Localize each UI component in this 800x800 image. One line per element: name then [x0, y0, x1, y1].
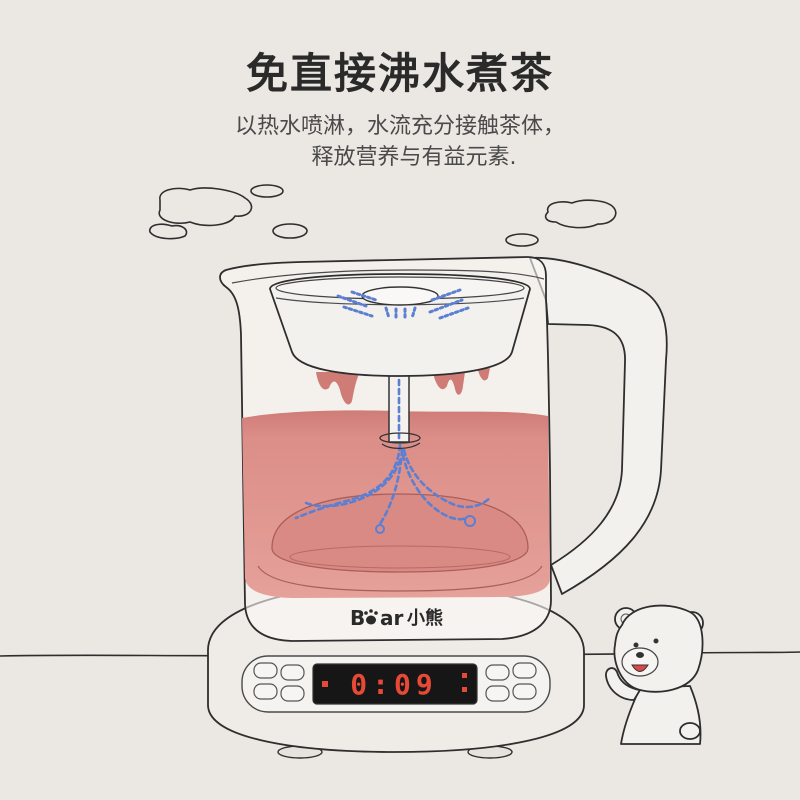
spray-jet [350, 290, 378, 302]
heating-plate [257, 493, 543, 592]
bear-muzzle [621, 647, 659, 677]
subtitle-line-2: 释放营养与有益元素. [311, 145, 517, 170]
page-subtitle: 以热水喷淋，水流充分接触茶体， 释放营养与有益元素. [0, 111, 800, 173]
subtitle-line-1: 以热水喷淋，水流充分接触茶体， [234, 114, 565, 139]
flow-bubble [464, 515, 476, 527]
display-indicator-left [322, 681, 328, 687]
infuser-stem [379, 371, 421, 449]
brand-letters-ar: ar [380, 606, 403, 630]
display-indicator-right [462, 687, 467, 692]
tea-infuser-basket [269, 273, 531, 377]
steam-cloud-left-small [149, 223, 188, 240]
led-display: 0:09 [312, 663, 478, 705]
paw-icon [364, 609, 378, 625]
bear-mouth [631, 664, 649, 672]
control-button [485, 664, 510, 681]
flow-line [378, 448, 404, 526]
flow-line [401, 453, 468, 521]
steam-clouds [149, 184, 617, 247]
control-button [485, 685, 510, 702]
bear-nose [636, 652, 644, 658]
display-screen [312, 663, 478, 705]
brand-logo: B ar 小熊 [350, 606, 443, 630]
kettle-rim [231, 269, 545, 284]
bear-head [613, 604, 704, 693]
drip [433, 372, 465, 395]
plate-inner-rim [289, 545, 511, 569]
control-button [280, 685, 305, 702]
spray-jet [336, 294, 368, 308]
control-button [253, 683, 278, 700]
flow-line [402, 448, 492, 509]
flow-line [302, 458, 402, 508]
flow-bubble [375, 524, 385, 534]
plate-outer-rim [257, 565, 543, 592]
spray-disc [361, 286, 439, 306]
control-button [253, 662, 278, 679]
bear-mascot [605, 604, 704, 745]
plate-dome [271, 493, 529, 573]
page-title: 免直接沸水煮茶 [245, 49, 554, 98]
hot-water-spray [336, 288, 470, 322]
kettle-handle [529, 256, 668, 595]
control-button [512, 662, 537, 679]
bear-eye [633, 642, 639, 648]
bear-eye [653, 638, 659, 644]
stem-ripple [381, 442, 421, 449]
bear-paw [679, 722, 701, 740]
spray-jet [430, 288, 462, 302]
display-indicator-right [462, 673, 467, 678]
bear-arm-raised [605, 667, 641, 701]
control-buttons-right [485, 662, 537, 702]
display-time: 0:09 [350, 668, 437, 701]
spray-jet [428, 298, 464, 314]
steam-puff [272, 223, 308, 239]
steam-puff [250, 184, 284, 198]
water-flow [294, 443, 492, 534]
control-buttons-left [253, 662, 305, 702]
steam-puff [505, 233, 539, 247]
steam-cloud-left [158, 187, 253, 227]
brand-letter-b: B [350, 606, 365, 630]
spray-jet [438, 306, 470, 320]
spray-jet [410, 306, 417, 320]
steam-cloud-right [544, 199, 617, 229]
spray-jet [384, 306, 391, 320]
stem-ripple [379, 432, 421, 444]
drip [478, 368, 490, 381]
control-button [512, 683, 537, 700]
brand-chinese: 小熊 [407, 607, 443, 629]
spray-jet [342, 305, 374, 318]
drip [316, 372, 360, 405]
basket-body [269, 273, 531, 377]
tea-drips [316, 368, 490, 405]
flow-line [294, 443, 402, 520]
control-button [280, 664, 305, 681]
